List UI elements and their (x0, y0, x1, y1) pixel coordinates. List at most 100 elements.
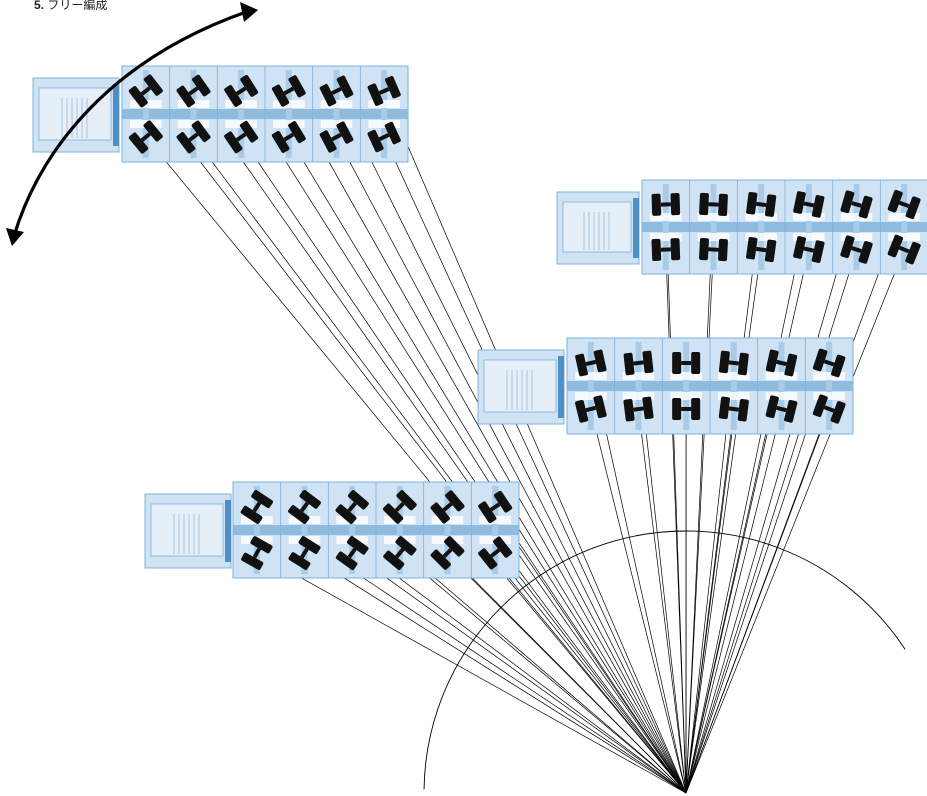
wheel (746, 237, 777, 263)
turning-arcs (423, 530, 906, 790)
wheel (240, 489, 273, 524)
trailer-body (121, 65, 409, 163)
steering-line (685, 249, 762, 794)
wheel (812, 348, 846, 378)
wheel (430, 536, 465, 570)
wheel (793, 236, 825, 263)
steering-line (288, 90, 687, 794)
wheel (651, 193, 681, 216)
wheel (367, 121, 401, 153)
steering-line (383, 90, 687, 794)
wheel (319, 75, 354, 107)
steering-line (383, 136, 687, 794)
wheel (699, 237, 728, 262)
steering-line (685, 408, 830, 794)
steering-line (590, 362, 687, 794)
trailer-body (641, 179, 927, 275)
steering-line (685, 204, 810, 794)
wheel (746, 191, 777, 217)
steering-line (193, 136, 687, 794)
steering-line (145, 90, 687, 794)
wheel (128, 74, 163, 108)
wheel (765, 395, 798, 423)
caption-number: 5. (34, 0, 45, 12)
steering-line (685, 362, 830, 794)
wheel (840, 235, 873, 264)
rotation-arrow-icon (6, 2, 258, 246)
steering-line (336, 90, 687, 794)
steering-line (351, 552, 687, 794)
wheel (840, 190, 873, 219)
wheel (575, 395, 607, 423)
caption-text: フリー編成 (47, 0, 108, 12)
steering-line (240, 136, 687, 794)
wheel (699, 192, 728, 216)
steering-line (304, 552, 687, 794)
wheel (478, 490, 513, 524)
wheel (335, 536, 369, 571)
steering-line (494, 552, 687, 794)
steering-lines (145, 90, 905, 794)
wheel (241, 536, 273, 570)
wheel (765, 349, 798, 377)
steering-line (399, 552, 687, 794)
wheel (672, 398, 701, 421)
steering-line (494, 506, 687, 794)
steering-line (685, 408, 735, 794)
trailer-body (232, 481, 520, 579)
wheel (176, 120, 211, 154)
steering-line (685, 204, 857, 794)
wheel-set (575, 348, 846, 424)
vehicle-right-top (556, 179, 927, 275)
wheel (623, 396, 654, 422)
power-unit (556, 191, 640, 265)
steering-line (685, 408, 782, 794)
steering-line (590, 408, 687, 794)
wheel-set (240, 489, 513, 571)
steering-line (145, 136, 687, 794)
wheel (793, 191, 825, 218)
wheel (887, 234, 921, 265)
vehicle-bottom-left (144, 481, 520, 579)
wheel (335, 489, 369, 524)
steering-line (240, 90, 687, 794)
vehicle-right-middle (477, 337, 854, 435)
wheel (176, 74, 211, 108)
wheel (430, 490, 465, 524)
wheel (271, 121, 306, 153)
wheel (224, 120, 259, 154)
wheel (382, 490, 417, 524)
wheel-set (651, 189, 921, 265)
wheel (887, 189, 921, 220)
wheel (224, 74, 259, 107)
steering-line (685, 249, 857, 794)
steering-line (288, 136, 687, 794)
wheel (651, 238, 681, 261)
steering-line (447, 552, 687, 794)
wheel (383, 536, 417, 571)
wheel-set (128, 74, 401, 154)
wheel (288, 489, 321, 524)
turning-arc (423, 530, 906, 790)
wheel (367, 75, 401, 106)
wheel (672, 351, 701, 374)
vehicle-top-left (32, 65, 409, 163)
trailer-body (566, 337, 854, 435)
wheel (812, 394, 846, 424)
steering-line (638, 408, 687, 794)
steering-line (685, 362, 782, 794)
wheel (575, 349, 607, 377)
diagram-caption: 5. フリー編成 (34, 0, 107, 13)
steering-line (685, 249, 905, 794)
wheel (271, 75, 306, 107)
steering-line (685, 362, 735, 794)
power-unit (144, 493, 232, 569)
wheel (718, 350, 749, 376)
wheel (319, 121, 354, 153)
wheel (288, 536, 321, 570)
wheel (623, 350, 654, 376)
wheel (478, 536, 513, 570)
steering-line (685, 204, 714, 794)
steering-line (193, 90, 687, 794)
